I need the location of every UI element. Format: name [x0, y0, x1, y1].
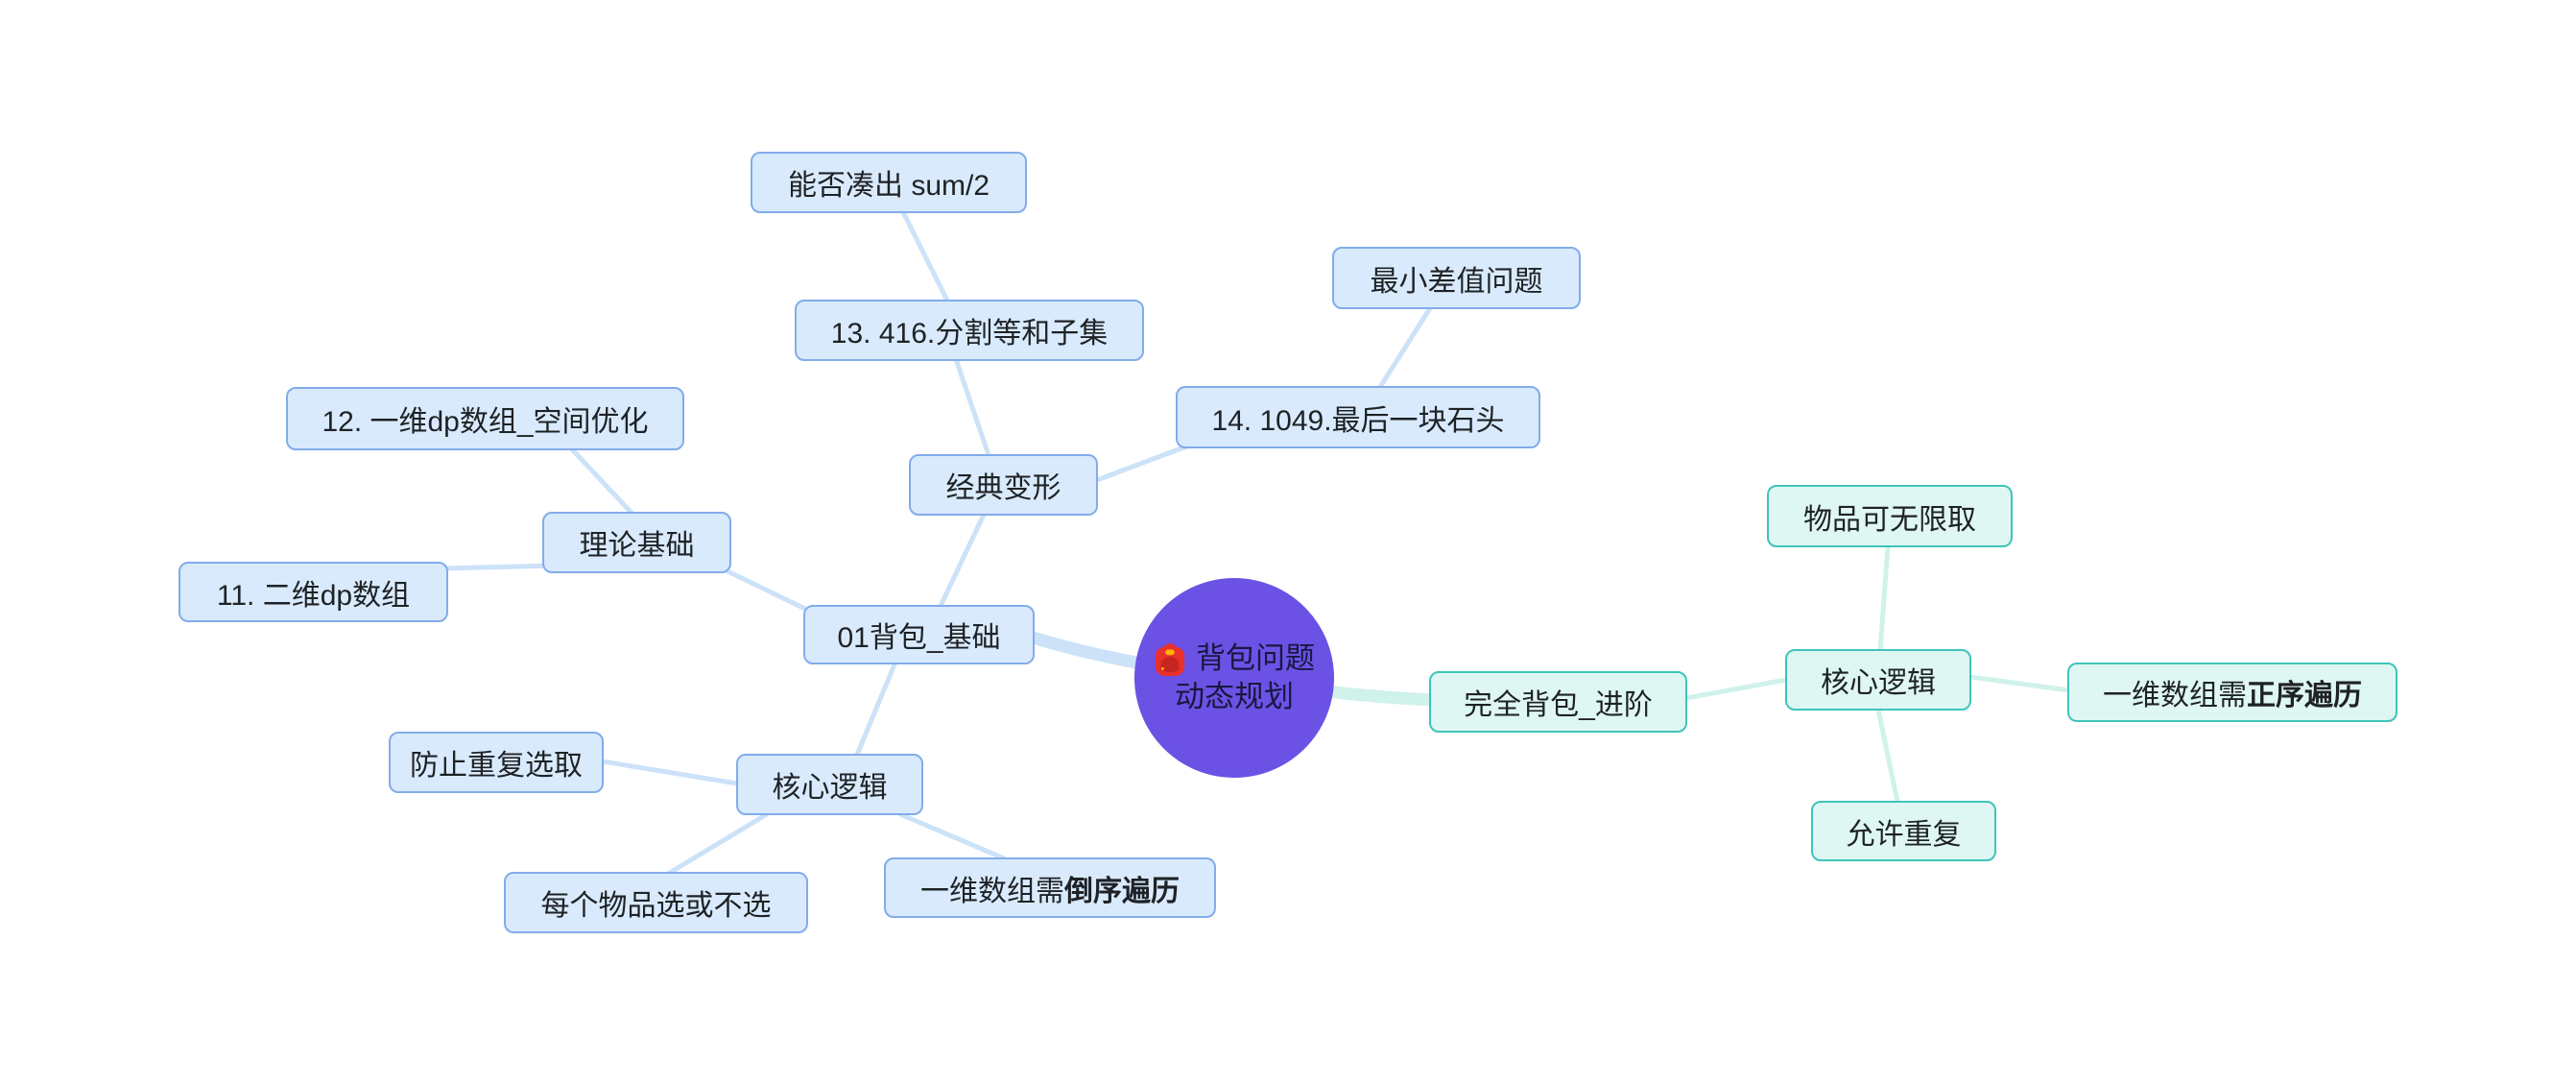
node-label: 理论基础: [579, 530, 695, 562]
node-min-difference[interactable]: 最小差值问题: [1332, 247, 1581, 309]
edge-variations-416: [954, 359, 991, 458]
node-allow-repeat[interactable]: 允许重复: [1811, 801, 1996, 861]
node-unlimited-items[interactable]: 物品可无限取: [1767, 485, 2013, 547]
node-label: 最小差值问题: [1370, 265, 1543, 298]
root-title-line1: 背包问题: [1154, 639, 1315, 678]
node-label: 核心逻辑: [1821, 667, 1936, 699]
node-label: 一维数组需: [920, 875, 1064, 907]
node-complete-knapsack-advanced[interactable]: 完全背包_进阶: [1429, 671, 1687, 733]
node-theory-basics[interactable]: 理论基础: [542, 512, 731, 573]
edge-01knapsack-variations: [938, 512, 987, 609]
edge-corelogic-pickornot: [665, 811, 770, 877]
edge-theory-2d-dp: [441, 563, 558, 571]
backpack-icon: [1155, 642, 1185, 676]
node-pick-or-not[interactable]: 每个物品选或不选: [504, 872, 808, 933]
node-label: 允许重复: [1846, 818, 1962, 851]
node-classic-variations[interactable]: 经典变形: [909, 454, 1098, 516]
node-label: 14. 1049.最后一块石头: [1211, 404, 1505, 437]
edge-01knapsack-theory: [723, 567, 814, 615]
node-label: 核心逻辑: [772, 772, 888, 804]
edge-corelogic-reverse: [897, 811, 1007, 861]
root-node[interactable]: 背包问题 动态规划: [1134, 578, 1334, 778]
node-label-bold: 倒序遍历: [1064, 875, 1180, 907]
node-01-knapsack-basics[interactable]: 01背包_基础: [803, 605, 1035, 664]
node-label: 物品可无限取: [1803, 503, 1976, 536]
node-12-1d-dp-array[interactable]: 12. 一维dp数组_空间优化: [286, 387, 684, 450]
node-label: 能否凑出 sum/2: [787, 170, 990, 202]
edge-1049-mindiff: [1377, 305, 1433, 390]
node-label-bold: 正序遍历: [2247, 680, 2362, 711]
edge-corelogic-prevent: [600, 759, 740, 786]
node-label: 完全背包_进阶: [1464, 689, 1653, 721]
edge-corelogic2-unlimited: [1877, 543, 1891, 653]
node-label: 12. 一维dp数组_空间优化: [322, 406, 649, 438]
edge-01knapsack-corelogic: [854, 662, 897, 758]
edge-corelogic2-repeat: [1875, 707, 1900, 805]
root-title-text: 背包问题: [1196, 641, 1315, 675]
node-label: 13. 416.分割等和子集: [830, 318, 1109, 350]
node-label: 经典变形: [945, 472, 1061, 504]
node-prevent-reselect[interactable]: 防止重复选取: [389, 732, 604, 793]
node-label: 01背包_基础: [837, 622, 1001, 654]
node-forward-traversal[interactable]: 一维数组需正序遍历: [2067, 663, 2397, 722]
node-label: 防止重复选取: [410, 750, 583, 782]
node-core-logic-complete[interactable]: 核心逻辑: [1785, 649, 1971, 711]
node-reverse-traversal[interactable]: 一维数组需倒序遍历: [884, 857, 1216, 918]
edge-416-sumhalf: [900, 209, 950, 303]
node-can-make-sum-half[interactable]: 能否凑出 sum/2: [751, 152, 1027, 213]
node-core-logic-01[interactable]: 核心逻辑: [736, 754, 923, 815]
edge-corelogic2-forward: [1968, 674, 2072, 693]
edge-theory-1d-dp: [569, 446, 634, 516]
node-14-1049-last-stone[interactable]: 14. 1049.最后一块石头: [1176, 386, 1540, 448]
root-title-line2: 动态规划: [1175, 680, 1294, 713]
node-label: 一维数组需: [2103, 680, 2247, 711]
edge-complete-corelogic: [1683, 677, 1789, 701]
node-label: 11. 二维dp数组: [216, 579, 411, 612]
node-label: 每个物品选或不选: [540, 890, 772, 922]
node-13-416-partition-subset[interactable]: 13. 416.分割等和子集: [795, 300, 1144, 361]
edge-variations-1049: [1094, 442, 1195, 483]
node-11-2d-dp-array[interactable]: 11. 二维dp数组: [179, 562, 448, 622]
